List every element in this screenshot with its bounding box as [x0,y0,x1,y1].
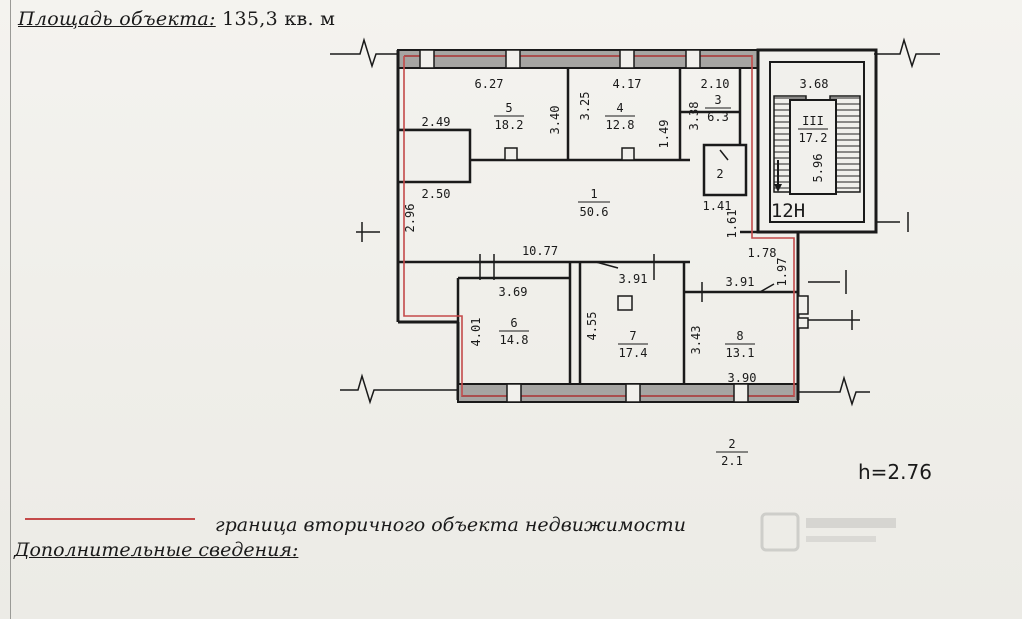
svg-text:2.1: 2.1 [721,454,743,468]
svg-text:8: 8 [736,329,743,343]
dim-1-41: 1.41 [703,199,732,213]
room-label-1: 1 50.6 [578,187,610,219]
svg-text:13.1: 13.1 [726,346,755,360]
room-label-3: 3 6.3 [705,93,731,124]
dim-4-01: 4.01 [469,318,483,347]
dim-3-91-top: 3.91 [619,272,648,286]
page-margin-rule [10,0,11,619]
dim-3-91-right: 3.91 [726,275,755,289]
dim-10-77: 10.77 [522,244,558,258]
svg-text:5: 5 [505,101,512,115]
dim-2-10: 2.10 [701,77,730,91]
room-label-4: 4 12.8 [605,101,635,132]
svg-text:2: 2 [728,437,735,451]
dim-1-61: 1.61 [725,210,739,239]
dim-3-40: 3.40 [548,106,562,135]
svg-text:6.3: 6.3 [707,110,729,124]
room-label-6: 6 14.8 [499,316,529,347]
staircase-block [756,48,878,234]
dim-3-43: 3.43 [689,326,703,355]
svg-text:18.2: 18.2 [495,118,524,132]
room-label-III: III 17.2 [798,114,828,145]
dim-2-49: 2.49 [422,115,451,129]
room-label-7: 7 17.4 [618,329,648,360]
svg-text:7: 7 [629,329,636,343]
dimension-labels: 6.27 4.17 2.10 3.68 2.49 3.40 3.25 3.38 … [403,77,828,385]
dim-2-96: 2.96 [403,204,417,233]
object-area-value: 135,3 [222,8,278,30]
svg-text:17.2: 17.2 [799,131,828,145]
svg-text:6: 6 [510,316,517,330]
break-lines [330,37,940,407]
room-label-5: 5 18.2 [494,101,524,132]
interior-walls [396,68,798,384]
svg-text:4: 4 [616,101,623,115]
legend-text: граница вторичного объекта недвижимости [215,514,686,536]
external-walls [396,49,800,403]
dim-1-78: 1.78 [748,246,777,260]
secondary-object-boundary [403,55,795,397]
svg-text:12.8: 12.8 [606,118,635,132]
room-label-8: 8 13.1 [725,329,755,360]
unit-code-label: 12Н [771,200,805,222]
object-area-label: Площадь объекта: [18,8,216,30]
dim-2-50: 2.50 [422,187,451,201]
svg-text:1: 1 [590,187,597,201]
dim-3-69: 3.69 [499,285,528,299]
dim-1-49: 1.49 [657,120,671,149]
svg-text:50.6: 50.6 [580,205,609,219]
door-marks [479,149,775,302]
dim-6-27: 6.27 [475,77,504,91]
dim-3-25: 3.25 [578,92,592,121]
svg-text:III: III [802,114,824,128]
legend-boundary-line [25,518,195,520]
watermark-logo [760,512,896,552]
dim-4-17: 4.17 [613,77,642,91]
dim-5-96: 5.96 [811,154,825,183]
object-area-unit: кв. м [284,8,336,30]
ceiling-height-label: h=2.76 [858,460,932,484]
dim-4-55: 4.55 [585,312,599,341]
extra-info-label: Дополнительные сведения: [14,539,299,561]
outside-area-label: 2 2.1 [716,437,748,468]
dim-3-68: 3.68 [800,77,829,91]
dim-3-90: 3.90 [728,371,757,385]
dim-1-97: 1.97 [775,258,789,287]
window-markers [419,49,809,403]
room-label-2: 2 [716,167,723,181]
svg-text:3: 3 [714,93,721,107]
svg-text:14.8: 14.8 [500,333,529,347]
dim-3-38: 3.38 [687,102,701,131]
svg-text:2: 2 [716,167,723,181]
object-area-header: Площадь объекта: 135,3 кв. м [18,8,335,30]
svg-text:17.4: 17.4 [619,346,648,360]
